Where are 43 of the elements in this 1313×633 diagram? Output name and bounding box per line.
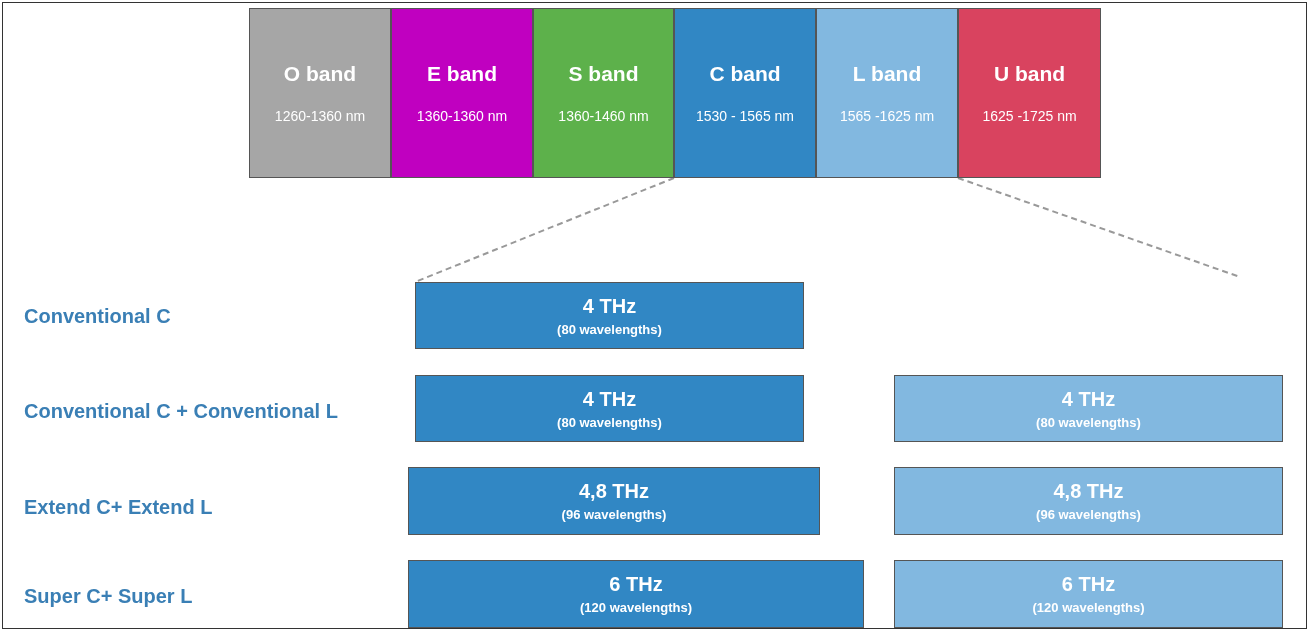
band-box (674, 8, 816, 178)
row-label: Conventional C (24, 304, 171, 328)
wavelength-count: (120 wavelengths) (580, 600, 692, 615)
bandwidth-value: 4 THz (582, 387, 637, 411)
band-box (533, 8, 674, 178)
wavelength-count: (80 wavelengths) (557, 321, 662, 337)
row-label: Conventional C + Conventional L (24, 399, 338, 423)
spectrum-bar (408, 467, 820, 535)
wavelength-range: 1360-1360 nm (416, 108, 508, 124)
wavelength-count: (120 wavelengths) (1032, 600, 1145, 615)
band-box (958, 8, 1101, 178)
spectrum-bar (415, 282, 804, 349)
spectrum-bar (415, 375, 804, 442)
wavelength-range: 1565 -1625 nm (839, 108, 935, 124)
bandwidth-value: 6 THz (1061, 573, 1116, 596)
band-name: E band (427, 62, 497, 86)
band-name: O band (283, 62, 357, 86)
row-label: Super C+ Super L (24, 584, 193, 608)
bandwidth-value: 4 THz (1061, 387, 1116, 411)
bandwidth-value: 4,8 THz (1053, 480, 1124, 503)
wavelength-range: 1360-1460 nm (558, 108, 649, 124)
band-name: C band (709, 62, 781, 86)
band-name: S band (568, 62, 639, 86)
band-box (391, 8, 533, 178)
wavelength-count: (96 wavelengths) (1036, 507, 1141, 522)
wavelength-count: (96 wavelengths) (561, 507, 667, 522)
wavelength-range: 1530 - 1565 nm (695, 108, 795, 124)
band-box (249, 8, 391, 178)
wavelength-range: 1625 -1725 nm (982, 108, 1077, 124)
wavelength-count: (80 wavelengths) (557, 414, 662, 430)
band-name: L band (852, 62, 922, 86)
band-box (816, 8, 958, 178)
spectrum-bar (894, 375, 1283, 442)
spectrum-bar (894, 467, 1283, 535)
band-name: U band (993, 62, 1066, 86)
wavelength-range: 1260-1360 nm (274, 108, 366, 124)
row-label: Extend C+ Extend L (24, 495, 213, 519)
bandwidth-value: 4 THz (582, 294, 637, 318)
wavelength-count: (80 wavelengths) (1036, 414, 1141, 430)
bandwidth-value: 6 THz (609, 573, 663, 596)
spectrum-bar (894, 560, 1283, 628)
bandwidth-value: 4,8 THz (579, 480, 649, 503)
spectrum-bar (408, 560, 864, 628)
